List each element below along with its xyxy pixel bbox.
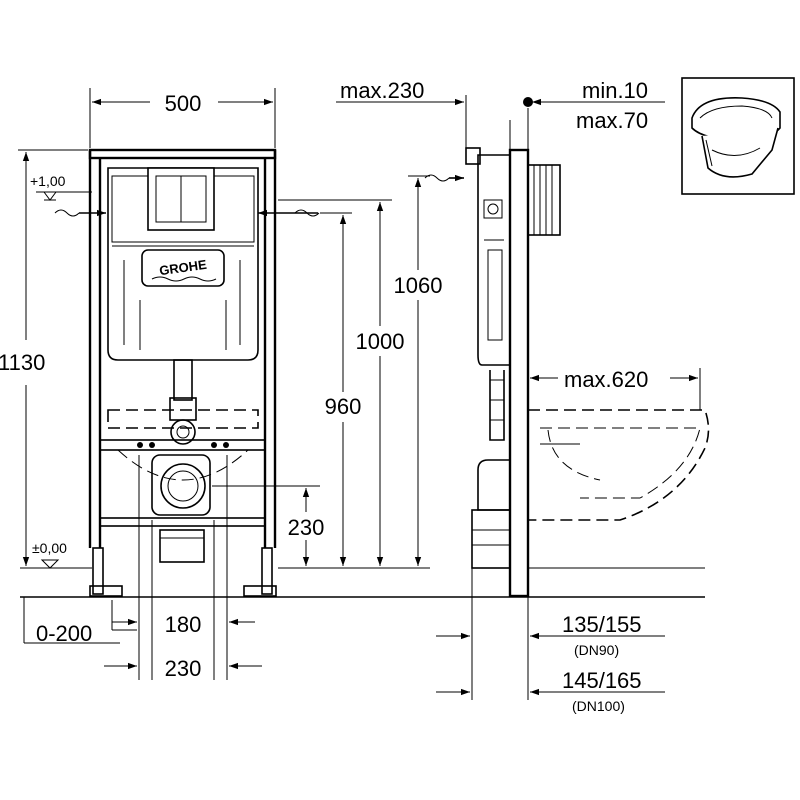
dim-960: 960 — [316, 212, 368, 566]
front-view: GROHE — [0, 88, 470, 681]
dim-height-frame: 1130 — [0, 149, 88, 566]
level-top-marker: +1,00 — [30, 173, 92, 201]
max620-label: max.620 — [564, 367, 648, 392]
frame — [88, 148, 277, 597]
fixing-points — [137, 442, 229, 448]
dim-1000-label: 1000 — [356, 329, 405, 354]
dim-500-label: 500 — [165, 91, 202, 116]
wall-hung-toilet-icon — [681, 77, 795, 195]
dim-230-width-label: 230 — [165, 656, 202, 681]
dim-230-height-label: 230 — [288, 515, 325, 540]
side-bowl-outline — [528, 368, 710, 521]
bowl-outline-front — [107, 409, 259, 481]
side-frame — [508, 97, 533, 700]
dim-min10-max70: min.10 max.70 — [509, 78, 665, 150]
brand-label: GROHE — [158, 257, 208, 279]
min10-label: min.10 — [582, 78, 648, 103]
side-water-supply — [424, 174, 464, 182]
drain-connection — [151, 454, 211, 563]
water-supply-left — [54, 209, 106, 217]
max70-label: max.70 — [576, 108, 648, 133]
level-zero-label: ±0,00 — [32, 540, 67, 556]
dim-1130-label: 1130 — [0, 350, 45, 375]
dim-960-label: 960 — [325, 394, 362, 419]
dim-180-label: 180 — [165, 612, 202, 637]
water-supply-right — [258, 209, 320, 217]
dim-max230: max.230 — [336, 78, 467, 150]
dim-145-165: 145/165 (DN100) — [436, 650, 665, 714]
max230-label: max.230 — [340, 78, 424, 103]
dim-1000: 1000 — [278, 199, 410, 566]
dim-180: 180 — [112, 455, 255, 680]
wall-connector — [527, 164, 561, 236]
side-view: max.230 min.10 max.70 max.620 135/155 (D… — [336, 78, 710, 714]
dn100-label: (DN100) — [572, 698, 625, 714]
side-cistern — [465, 147, 511, 569]
dim-width-total: 500 — [89, 88, 276, 148]
dim-230-height: 230 — [212, 485, 328, 566]
brand-plate — [141, 249, 225, 287]
dim-adjust: 0-200 — [23, 597, 137, 646]
dim-145-165-label: 145/165 — [562, 668, 642, 693]
level-zero-marker: ±0,00 — [32, 540, 67, 569]
dim-135-155: 135/155 (DN90) — [436, 568, 665, 658]
dim-0-200-label: 0-200 — [36, 621, 92, 646]
level-top-label: +1,00 — [30, 173, 66, 189]
dim-1060: 1060 — [386, 175, 448, 566]
cistern: GROHE — [107, 167, 259, 445]
dim-max620: max.620 — [530, 367, 698, 392]
dn90-label: (DN90) — [574, 642, 619, 658]
dim-1060-label: 1060 — [394, 273, 443, 298]
dim-230-width: 230 — [104, 520, 262, 681]
dim-135-155-label: 135/155 — [562, 612, 642, 637]
